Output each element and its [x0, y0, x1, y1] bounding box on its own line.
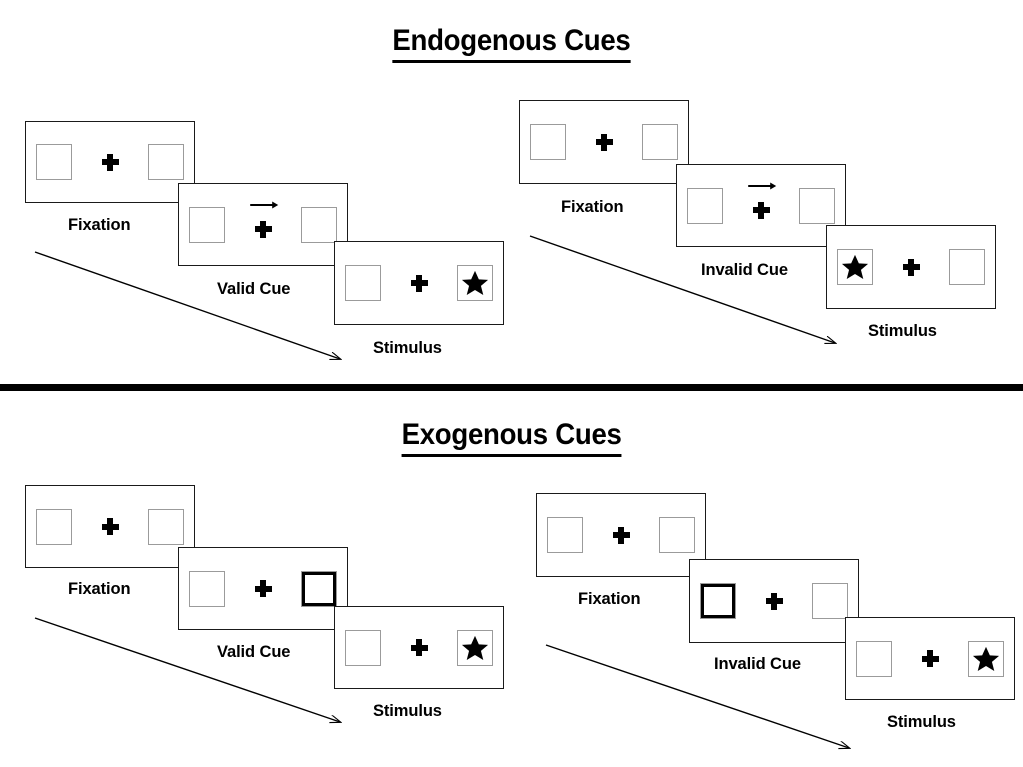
frame-exogenous-invalid-fixation	[536, 493, 706, 577]
arrow-right-icon	[250, 201, 279, 208]
right-box	[968, 640, 1004, 677]
plus-icon	[595, 133, 613, 151]
plus-icon	[902, 258, 920, 276]
right-box	[812, 583, 848, 619]
caption-endogenous-valid-cue: Valid Cue	[217, 280, 291, 298]
caption-exogenous-invalid-cue: Invalid Cue	[714, 655, 801, 673]
caption-endogenous-valid-stimulus: Stimulus	[373, 339, 442, 357]
left-box	[189, 206, 225, 243]
left-box	[189, 570, 225, 607]
right-box	[659, 517, 695, 553]
left-box	[687, 187, 723, 224]
frame-exogenous-valid-cue	[178, 547, 348, 630]
caption-exogenous-valid-cue: Valid Cue	[217, 643, 291, 661]
caption-exogenous-invalid-stimulus: Stimulus	[887, 713, 956, 731]
caption-endogenous-invalid-cue: Invalid Cue	[701, 261, 788, 279]
plus-icon	[254, 580, 272, 597]
right-box	[457, 629, 493, 666]
caption-exogenous-invalid-fixation: Fixation	[578, 590, 641, 608]
plus-icon	[410, 274, 428, 292]
right-box	[642, 124, 678, 160]
caption-endogenous-invalid-fixation: Fixation	[561, 198, 624, 216]
left-box	[36, 144, 72, 180]
caption-exogenous-valid-fixation: Fixation	[68, 580, 131, 598]
plus-icon	[612, 526, 630, 544]
caption-endogenous-invalid-stimulus: Stimulus	[868, 322, 937, 340]
fixation-column	[90, 504, 130, 550]
left-box	[547, 517, 583, 553]
plus-icon	[921, 650, 939, 667]
left-box	[345, 629, 381, 666]
caption-exogenous-valid-stimulus: Stimulus	[373, 702, 442, 720]
exogenous-title-text: Exogenous Cues	[401, 418, 622, 457]
section-divider	[0, 384, 1023, 391]
frame-endogenous-valid-fixation	[25, 121, 195, 203]
frame-endogenous-invalid-cue	[676, 164, 846, 247]
frame-exogenous-invalid-cue	[689, 559, 859, 643]
frame-exogenous-valid-fixation	[25, 485, 195, 568]
right-box	[148, 508, 184, 545]
fixation-column	[243, 566, 283, 612]
fixation-column	[891, 244, 931, 290]
plus-icon	[410, 639, 428, 656]
endogenous-title-text: Endogenous Cues	[392, 24, 631, 63]
right-box	[949, 249, 985, 285]
frame-endogenous-valid-cue	[178, 183, 348, 266]
frame-exogenous-invalid-stimulus	[845, 617, 1015, 700]
left-box-cued	[700, 583, 736, 619]
time-arrow-icon-exogenous-valid	[34, 617, 340, 722]
left-box	[530, 124, 566, 160]
fixation-column	[754, 578, 794, 624]
fixation-column	[910, 636, 950, 682]
arrow-right-icon	[748, 182, 777, 189]
left-box	[36, 508, 72, 545]
star-icon	[461, 270, 489, 296]
plus-icon	[101, 518, 119, 535]
right-box-cued	[301, 570, 337, 607]
right-box	[301, 206, 337, 243]
plus-icon	[101, 153, 119, 171]
endogenous-section-title: Endogenous Cues	[0, 24, 1023, 63]
time-arrow-icon-endogenous-invalid	[529, 235, 835, 343]
frame-exogenous-valid-stimulus	[334, 606, 504, 689]
caption-endogenous-valid-fixation: Fixation	[68, 216, 131, 234]
plus-icon	[254, 220, 272, 238]
star-icon	[841, 254, 869, 280]
star-icon	[972, 646, 1000, 671]
fixation-column	[399, 625, 439, 671]
frame-endogenous-valid-stimulus	[334, 241, 504, 325]
plus-icon	[765, 592, 783, 610]
right-box	[799, 187, 835, 224]
exogenous-section-title: Exogenous Cues	[0, 418, 1023, 457]
fixation-column	[399, 260, 439, 306]
fixation-column	[90, 139, 130, 185]
right-box	[457, 265, 493, 301]
right-box	[148, 144, 184, 180]
fixation-column	[601, 512, 641, 558]
fixation-column	[243, 201, 283, 248]
star-icon	[461, 635, 489, 660]
left-box	[837, 249, 873, 285]
left-box	[345, 265, 381, 301]
plus-icon	[752, 201, 770, 219]
time-arrow-icon-endogenous-valid	[34, 251, 340, 359]
fixation-column	[584, 119, 624, 165]
frame-endogenous-invalid-fixation	[519, 100, 689, 184]
frame-endogenous-invalid-stimulus	[826, 225, 996, 309]
left-box	[856, 640, 892, 677]
time-arrow-icon-exogenous-invalid	[545, 644, 849, 748]
fixation-column	[741, 182, 781, 229]
